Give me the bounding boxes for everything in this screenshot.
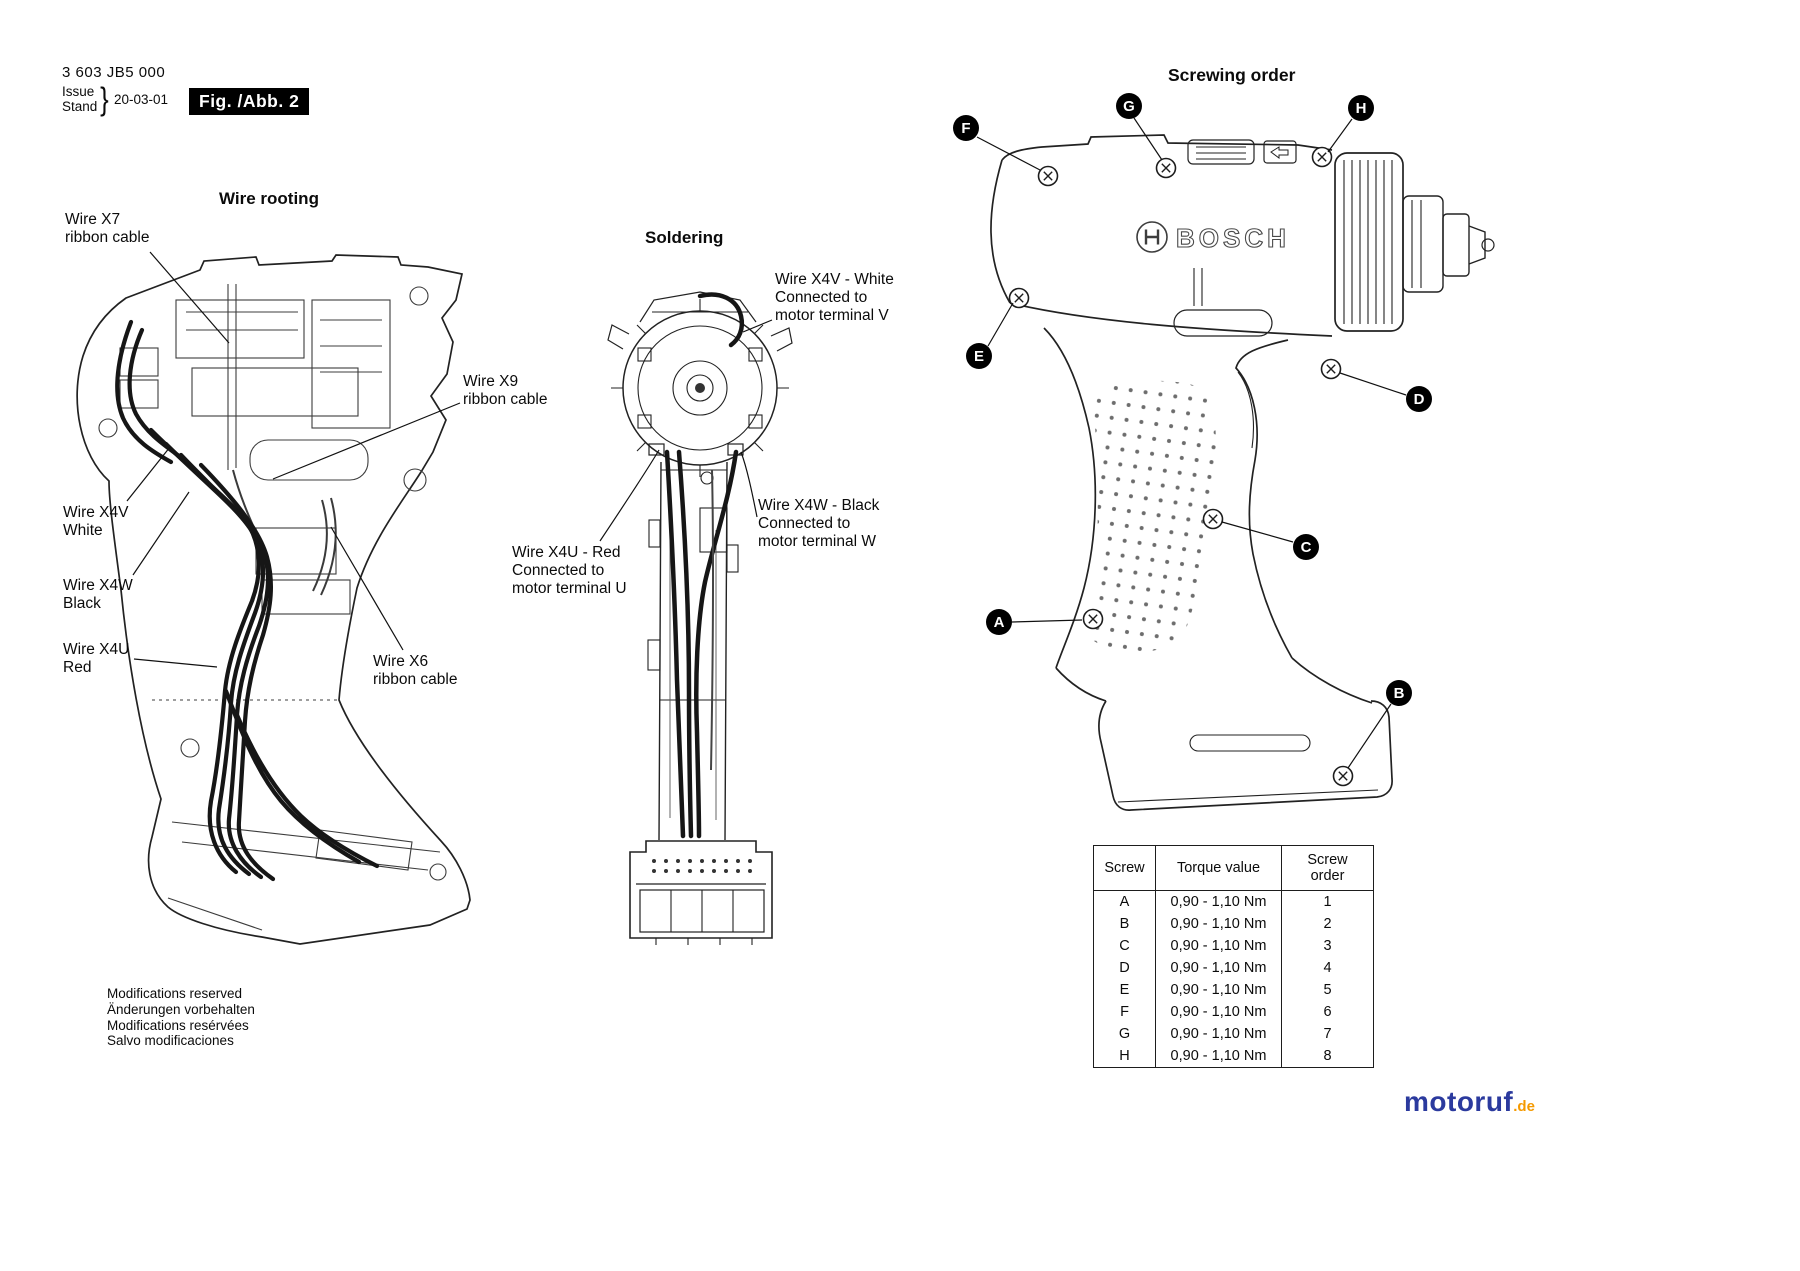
cell-screw: C (1093, 935, 1156, 957)
brace-glyph: } (100, 81, 109, 117)
cell-screw: H (1093, 1045, 1156, 1068)
label-wire-x6: Wire X6 ribbon cable (373, 653, 458, 688)
callout-e: E (966, 343, 992, 369)
callout-f: F (953, 115, 979, 141)
cell-order: 1 (1281, 890, 1374, 913)
watermark-tld: .de (1513, 1098, 1535, 1115)
cell-torque: 0,90 - 1,10 Nm (1155, 979, 1282, 1001)
note-fr: Modifications resérvées (107, 1017, 249, 1033)
cell-screw: F (1093, 1001, 1156, 1023)
wire-rooting-drawing (76, 254, 471, 945)
cell-order: 3 (1281, 935, 1374, 957)
cell-screw: D (1093, 957, 1156, 979)
cell-order: 8 (1281, 1045, 1374, 1068)
watermark-logo: motoruf.de (1404, 1086, 1535, 1118)
bosch-logo-icon: BOSCH (1136, 221, 1290, 254)
cell-torque: 0,90 - 1,10 Nm (1155, 935, 1282, 957)
cell-screw: E (1093, 979, 1156, 1001)
stand-label: Stand (62, 99, 98, 114)
col-torque: Torque value (1155, 845, 1282, 891)
table-header-row: Screw Torque value Screw order (1093, 845, 1374, 891)
cell-torque: 0,90 - 1,10 Nm (1155, 890, 1282, 913)
soldering-drawing (607, 291, 793, 945)
callout-b: B (1386, 680, 1412, 706)
callout-g: G (1116, 93, 1142, 119)
bosch-wordmark: BOSCH (1176, 223, 1290, 253)
label-x4w-terminal-w: Wire X4W - Black Connected to motor term… (758, 497, 880, 550)
label-wire-x4w-black: Wire X4W Black (63, 577, 133, 612)
note-en: Modifications reserved (107, 986, 243, 1001)
callout-a: A (986, 609, 1012, 635)
label-wire-x9: Wire X9 ribbon cable (463, 373, 548, 408)
cell-order: 6 (1281, 1001, 1374, 1023)
cell-order: 2 (1281, 913, 1374, 935)
label-x4v-terminal-v: Wire X4V - White Connected to motor term… (775, 271, 894, 324)
cell-torque: 0,90 - 1,10 Nm (1155, 1045, 1282, 1068)
cell-torque: 0,90 - 1,10 Nm (1155, 1023, 1282, 1045)
cell-order: 7 (1281, 1023, 1374, 1045)
col-screw: Screw (1093, 845, 1156, 891)
part-number: 3 603 JB5 000 (62, 64, 166, 81)
grip-texture (1090, 380, 1217, 653)
cell-order: 4 (1281, 957, 1374, 979)
cell-torque: 0,90 - 1,10 Nm (1155, 1001, 1282, 1023)
cell-torque: 0,90 - 1,10 Nm (1155, 957, 1282, 979)
soldering-title: Soldering (645, 228, 724, 247)
col-screw-order: Screw order (1281, 845, 1374, 891)
footer-notes: Modifications reserved Änderungen vorbeh… (107, 986, 255, 1049)
issue-label: Issue (62, 84, 95, 99)
issue-date: 20-03-01 (113, 91, 169, 107)
cell-torque: 0,90 - 1,10 Nm (1155, 913, 1282, 935)
label-x4u-terminal-u: Wire X4U - Red Connected to motor termin… (512, 544, 627, 597)
connector-pins (652, 859, 752, 873)
callout-c: C (1293, 534, 1319, 560)
watermark-name: motoruf (1404, 1086, 1514, 1117)
figure-badge: Fig. /Abb. 2 (189, 88, 310, 115)
callout-d: D (1406, 386, 1432, 412)
cell-order: 5 (1281, 979, 1374, 1001)
label-wire-x4u-red: Wire X4U Red (63, 641, 130, 676)
note-es: Salvo modificaciones (107, 1033, 234, 1049)
cell-screw: G (1093, 1023, 1156, 1045)
leader-lines (126, 117, 1407, 769)
wire-rooting-title: Wire rooting (219, 189, 319, 208)
cell-screw: A (1093, 890, 1156, 913)
screwing-order-title: Screwing order (1168, 65, 1296, 85)
label-wire-x7: Wire X7 ribbon cable (65, 211, 150, 246)
callout-h: H (1348, 95, 1374, 121)
issue-stand-block: Issue Stand } 20-03-01 (62, 81, 169, 117)
cell-screw: B (1093, 913, 1156, 935)
label-wire-x4v-white: Wire X4V White (63, 504, 129, 539)
note-de: Änderungen vorbehalten (107, 1001, 255, 1017)
screwing-order-drawing: BOSCH (990, 134, 1495, 811)
